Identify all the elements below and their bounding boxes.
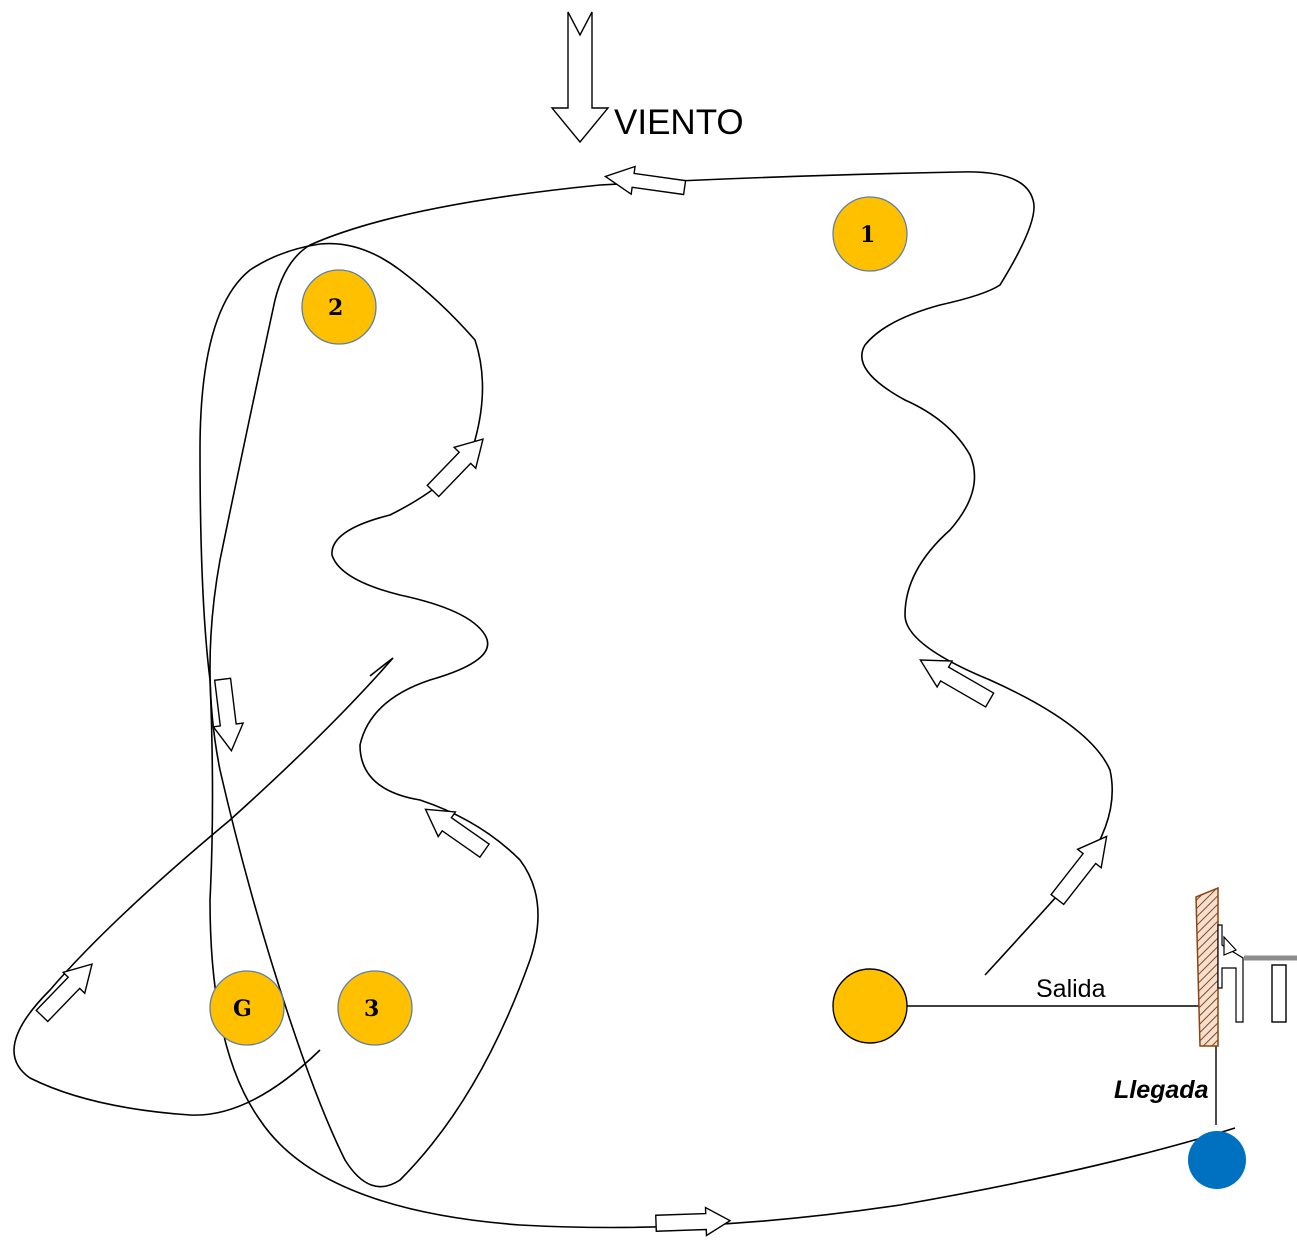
course-line-run-left [199, 242, 539, 1188]
direction-arrow-far-left-icon [35, 963, 93, 1023]
direction-arrow-upper-left-icon [426, 438, 484, 498]
direction-arrow-top-icon [603, 165, 687, 196]
start-label: Salida [1036, 975, 1106, 1003]
mark-1-label: 1 [860, 222, 875, 248]
start-pin-buoy [832, 968, 908, 1044]
mark-1-buoy: 1 [832, 196, 908, 272]
mark-2-label: 2 [328, 295, 343, 321]
mark-2-buoy: 2 [301, 269, 377, 345]
gate-label: G [233, 996, 252, 1022]
gate-buoy: G [209, 970, 285, 1046]
direction-arrow-down-left-icon [212, 677, 245, 753]
direction-arrow-right-mid-icon [919, 659, 995, 708]
finish-label: Llegada [1114, 1076, 1209, 1104]
course-line-hook [369, 657, 394, 677]
committee-boat-icon [1195, 886, 1219, 1047]
direction-arrow-right-lower-icon [1050, 835, 1108, 906]
wind-label: VIENTO [614, 103, 744, 142]
finish-buoy [1188, 1131, 1246, 1189]
course-line-beat-right [861, 199, 1113, 976]
wind-arrow-icon [550, 11, 610, 144]
direction-arrow-bottom-icon [655, 1206, 732, 1237]
course-line-reach-top [274, 171, 1034, 301]
course-line-gate-loop [209, 679, 1236, 1229]
mark-3-buoy: 3 [337, 970, 413, 1046]
flag-mast-icon [1217, 924, 1297, 1023]
direction-arrow-mid-left-icon [424, 808, 491, 859]
course-line-cross-leg [13, 657, 394, 1116]
mark-3-label: 3 [364, 996, 379, 1022]
